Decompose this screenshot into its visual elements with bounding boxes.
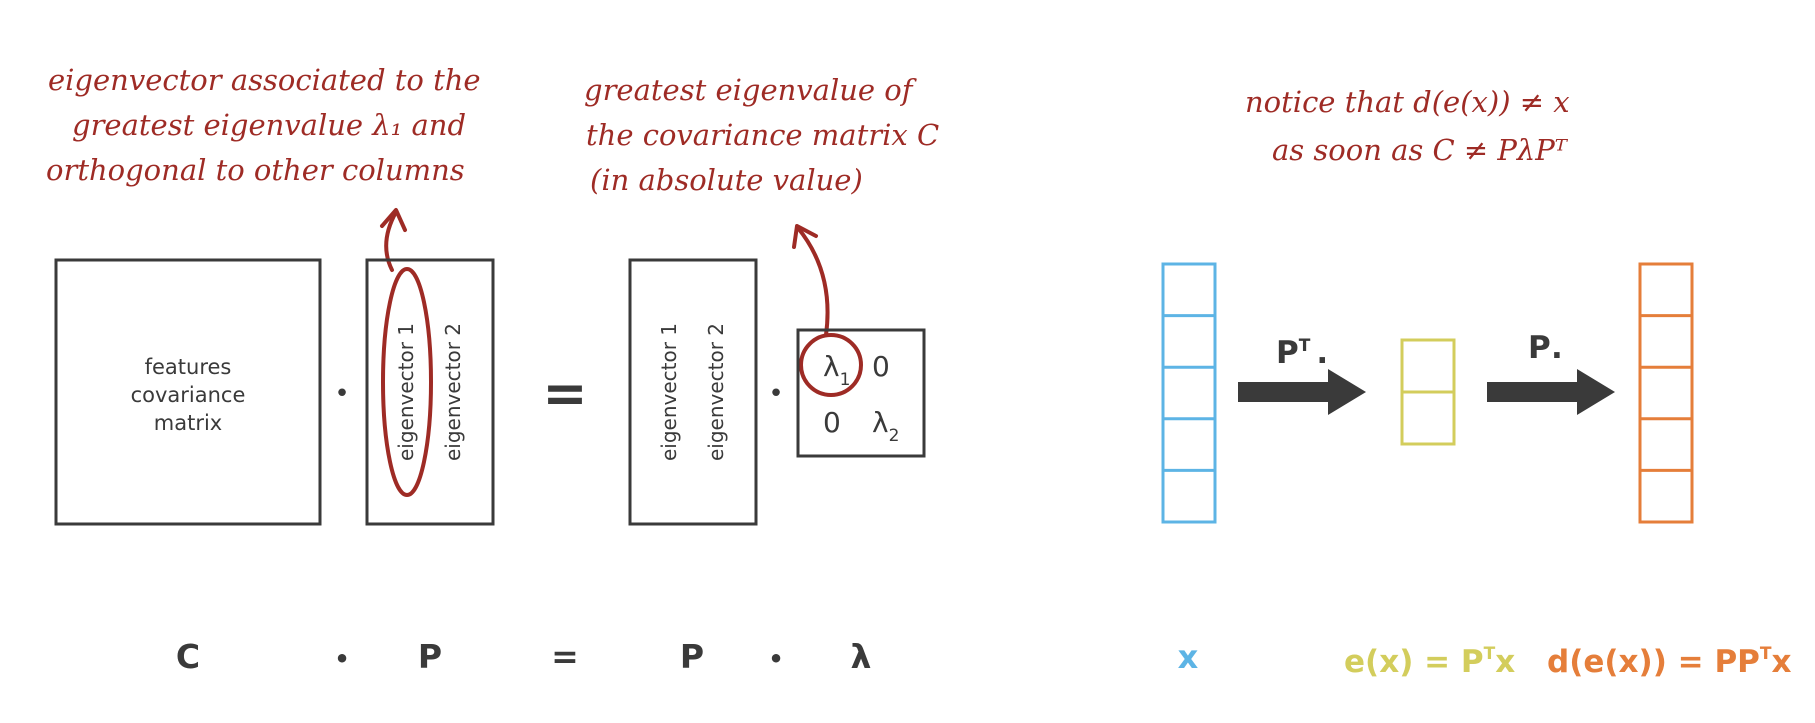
symbol-lambda: λ: [851, 637, 872, 676]
eigenvector-matrix-left-box: [365, 258, 495, 526]
symbol-P-right: P: [680, 637, 704, 676]
annotation-eigenvalue-line-1: greatest eigenvalue of: [584, 73, 918, 107]
annotation-eigenvalue-line-2: the covariance matrix C: [586, 118, 939, 152]
covariance-matrix-box: [54, 258, 322, 526]
covariance-matrix-label-2: covariance: [131, 383, 246, 407]
lambda-1: λ1: [823, 350, 850, 390]
encode-arrow: PT.: [1238, 335, 1366, 415]
eigenvalue-pointer-arrowhead: [792, 224, 818, 249]
annotation-eigenvector-line-3: orthogonal to other columns: [46, 153, 465, 187]
symbol-equals: =: [551, 637, 579, 676]
eigenvector-matrix-right-box: [628, 258, 758, 526]
annotation-eigenvalue-line-3: (in absolute value): [590, 163, 863, 197]
decode-arrow: P.: [1487, 330, 1615, 415]
symbol-dot-2: •: [768, 645, 783, 673]
e-label: e(x) = PTx: [1344, 644, 1515, 680]
covariance-matrix-label-1: features: [145, 355, 232, 379]
d-vector-box: [1638, 262, 1694, 524]
eigenvalue-matrix-box: [796, 328, 926, 458]
eigenvector-pointer-arrow: [384, 210, 398, 272]
x-vector: [1161, 262, 1217, 524]
eigenvector-1-label-right: eigenvector 1: [657, 323, 681, 461]
eigenvector-2-label-right: eigenvector 2: [704, 323, 728, 461]
eigenvalue-matrix: λ1 0 0 λ2: [796, 328, 926, 458]
annotation-notice: notice that d(e(x)) ≠ x as soon as C ≠ P…: [1245, 85, 1570, 167]
d-label: d(e(x)) = PPTx: [1547, 644, 1792, 680]
eigenvector-pointer-arrowhead: [380, 208, 407, 232]
decode-arrow-shaft: [1487, 382, 1583, 402]
equals-sign: =: [542, 362, 587, 425]
x-vector-box: [1161, 262, 1217, 524]
encode-arrow-head: [1328, 369, 1366, 415]
covariance-matrix-label-3: matrix: [154, 411, 222, 435]
d-vector: [1638, 262, 1694, 524]
annotation-eigenvector: eigenvector associated to the greatest e…: [46, 63, 481, 187]
eigenvector-1-label: eigenvector 1: [394, 323, 418, 461]
x-label: x: [1178, 638, 1199, 676]
annotation-eigenvalue: greatest eigenvalue of the covariance ma…: [584, 73, 939, 197]
annotation-notice-line-2: as soon as C ≠ PλPᵀ: [1272, 133, 1569, 167]
annotation-eigenvector-line-1: eigenvector associated to the: [48, 63, 481, 97]
symbol-C: C: [176, 637, 200, 676]
multiply-dot-1: •: [334, 379, 349, 409]
eigenvector-1-highlight-ellipse: [381, 267, 433, 497]
bottom-equation: C • P = P • λ: [176, 637, 872, 676]
eigenvector-2-label: eigenvector 2: [441, 323, 465, 461]
eigenvector-matrix-right: eigenvector 1 eigenvector 2: [628, 258, 758, 526]
symbol-dot-1: •: [334, 645, 349, 673]
annotation-notice-line-1: notice that d(e(x)) ≠ x: [1245, 85, 1570, 119]
encode-arrow-label: PT.: [1276, 335, 1328, 371]
lambda-1-highlight-circle: [799, 333, 863, 397]
annotation-pointers: [380, 208, 863, 497]
encode-arrow-shaft: [1238, 382, 1334, 402]
matrix-zero-bottom-left: 0: [823, 406, 841, 439]
matrix-zero-top-right: 0: [872, 350, 890, 383]
annotation-eigenvector-line-2: greatest eigenvalue λ₁ and: [72, 108, 466, 142]
e-vector: [1400, 338, 1456, 446]
lambda-2: λ2: [872, 406, 899, 446]
covariance-matrix: features covariance matrix: [54, 258, 322, 526]
eigenvalue-pointer-arrow: [796, 226, 830, 337]
decode-arrow-head: [1577, 369, 1615, 415]
multiply-dot-2: •: [768, 379, 783, 409]
eigenvector-matrix-left: eigenvector 1 eigenvector 2: [365, 258, 495, 526]
decode-arrow-label: P.: [1528, 330, 1563, 366]
symbol-P-left: P: [418, 637, 442, 676]
